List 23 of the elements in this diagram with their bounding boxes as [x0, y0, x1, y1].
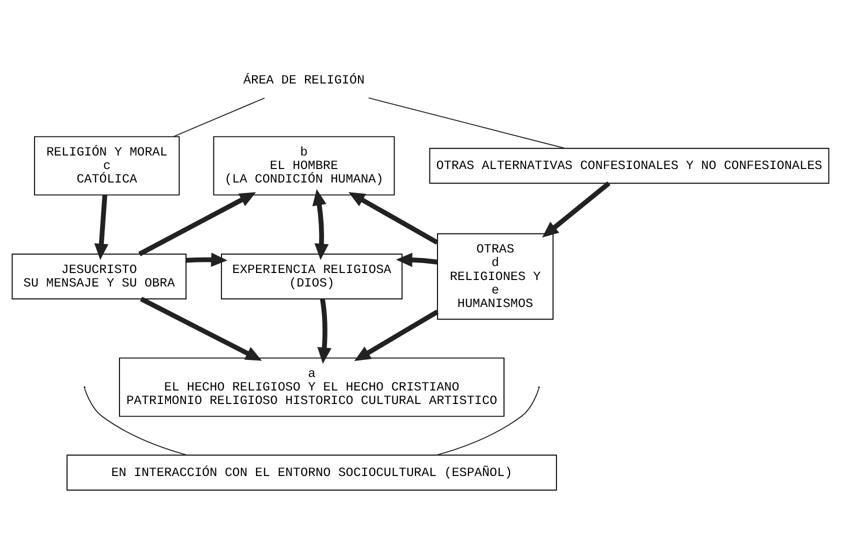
node-text: ÁREA DE RELIGIÓN — [243, 72, 365, 88]
node-box: OTRAS ALTERNATIVAS CONFESIONALES Y NO CONFESIONALES — [429, 147, 830, 184]
arrow — [312, 188, 329, 260]
node-box: b EL HOMBRE (LA CONDICIÓN HUMANA) — [213, 136, 395, 195]
arrow — [317, 298, 332, 364]
node-box: a EL HECHO RELIGIOSO Y EL HECHO CRISTIANO PATRIMONIO RELIGIOSO HISTORICO CULTURAL ARTISTICO — [119, 357, 504, 416]
arrow — [542, 180, 610, 237]
arrow — [348, 192, 438, 244]
arrow — [138, 192, 256, 256]
node-box: EN INTERACCIÓN CON EL ENTORNO SOCIOCULTURAL (ESPAÑOL) — [66, 454, 557, 490]
node-box: RELIGIÓN Y MORAL c CATÓLICA — [34, 136, 180, 195]
connector — [436, 387, 540, 456]
node-box: OTRAS d RELIGIONES Y e HUMANISMOS — [437, 232, 554, 320]
node-box: JESUCRISTO SU MENSAJE Y SU OBRA — [12, 253, 186, 299]
arrow — [186, 252, 228, 266]
connector — [84, 387, 188, 456]
arrow — [396, 252, 438, 266]
arrow — [354, 309, 439, 361]
connector — [368, 96, 566, 148]
arrow — [94, 194, 108, 260]
connector — [172, 97, 266, 137]
node-box: EXPERIENCIA RELIGIOSA (DIOS) — [220, 253, 403, 299]
arrow — [140, 296, 262, 360]
